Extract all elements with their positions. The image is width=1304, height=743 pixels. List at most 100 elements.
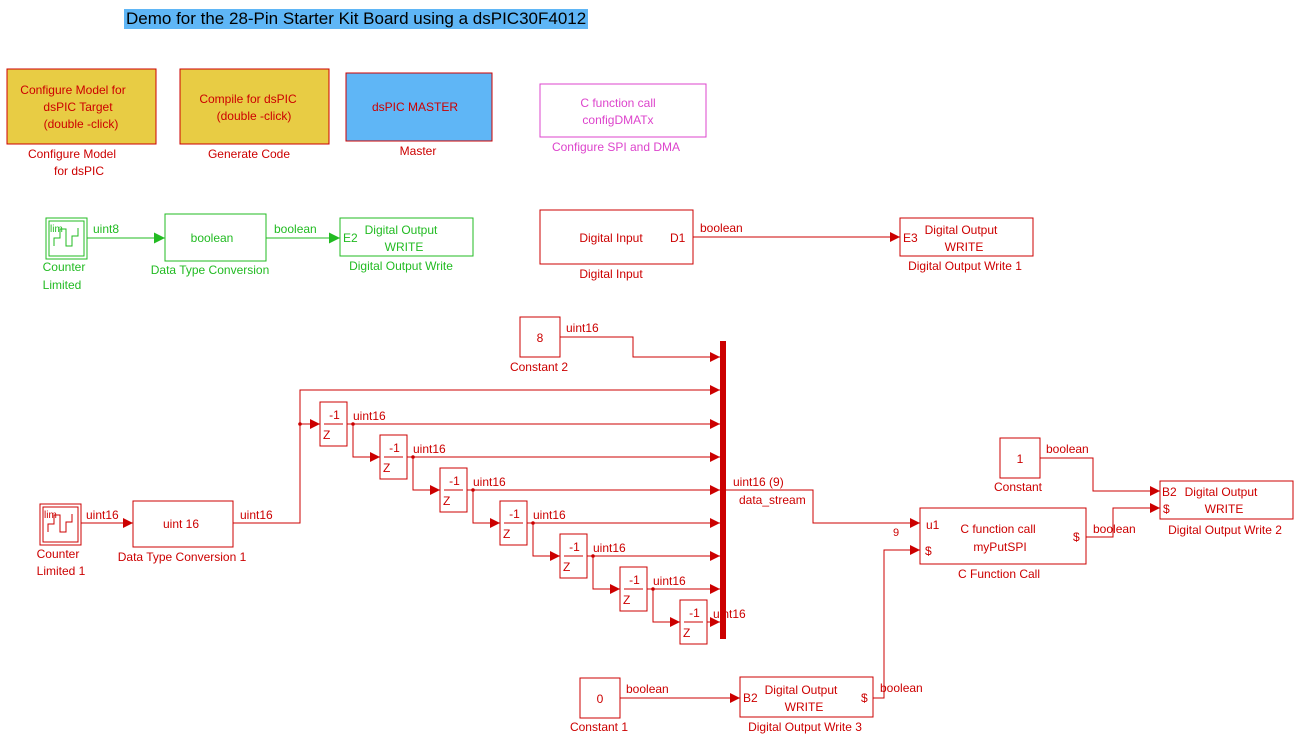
signal-name-data-stream: data_stream: [739, 493, 806, 507]
c-function-call-port-out: $: [1073, 530, 1080, 544]
digital-output-write-1-block[interactable]: E3 Digital Output WRITE: [899, 217, 1034, 257]
data-type-conversion-1-block[interactable]: uint 16: [132, 500, 234, 548]
configure-model-line-1: Configure Model for: [20, 83, 125, 97]
master-block[interactable]: dsPIC MASTER: [345, 72, 493, 142]
unit-delay-numerator: -1: [689, 606, 700, 620]
digital-output-write-2-caption: Digital Output Write 2: [1168, 523, 1282, 537]
signal-label-boolean-green: boolean: [274, 222, 317, 236]
digital-input-caption: Digital Input: [579, 267, 643, 281]
digital-output-write-block[interactable]: E2 Digital Output WRITE: [339, 217, 474, 257]
c-function-call-line-1: C function call: [960, 522, 1035, 536]
unit-delay-6[interactable]: -1Z: [619, 566, 648, 612]
signal-label-counter-1: uint16: [86, 508, 119, 522]
unit-delay-3[interactable]: -1Z: [439, 467, 468, 513]
configure-model-block[interactable]: Configure Model for dsPIC Target (double…: [6, 68, 157, 145]
master-label: dsPIC MASTER: [372, 100, 458, 114]
constant-1-caption: Constant 1: [570, 720, 628, 734]
counter-limited-1-icon: [47, 514, 73, 533]
unit-delay-5[interactable]: -1Z: [559, 533, 588, 579]
configure-model-line-3: (double -click): [44, 117, 119, 131]
constant-1-value: 0: [597, 692, 604, 706]
signal-width-label: 9: [893, 527, 899, 539]
signal-label-constant-1: boolean: [626, 682, 669, 696]
compile-block[interactable]: Compile for dsPIC (double -click): [179, 68, 330, 145]
counter-limited-block[interactable]: lim: [45, 217, 88, 260]
constant-1-block[interactable]: 0: [579, 677, 621, 719]
digital-output-write-1-caption: Digital Output Write 1: [908, 259, 1022, 273]
unit-delay-link-line: [652, 589, 680, 627]
data-type-conversion-1-label: uint 16: [163, 517, 199, 531]
unit-delay-numerator: -1: [389, 441, 400, 455]
master-caption: Master: [400, 144, 437, 158]
model-title-text: Demo for the 28-Pin Starter Kit Board us…: [126, 9, 587, 28]
digital-output-write-2-line-1: Digital Output: [1185, 485, 1258, 499]
configure-spi-caption: Configure SPI and DMA: [552, 140, 680, 154]
unit-delay-numerator: -1: [629, 573, 640, 587]
unit-delay-denominator: Z: [503, 527, 510, 541]
digital-output-write-2-port-1: B2: [1162, 485, 1177, 499]
signal-label-uint8: uint8: [93, 222, 119, 236]
counter-limited-1-caption-2: Limited 1: [37, 564, 86, 578]
signal-line-constant-2: [560, 336, 720, 362]
digital-output-write-2-line-2: WRITE: [1205, 502, 1244, 516]
unit-delay-2[interactable]: -1Z: [379, 434, 408, 480]
c-function-call-caption: C Function Call: [958, 567, 1040, 581]
constant-2-block[interactable]: 8: [519, 316, 561, 358]
unit-delay-7[interactable]: -1Z: [679, 599, 708, 645]
c-function-call-line-2: myPutSPI: [973, 540, 1026, 554]
unit-delay-denominator: Z: [323, 428, 330, 442]
signal-line-data-stream: [726, 489, 920, 528]
unit-delay-denominator: Z: [623, 593, 630, 607]
compile-line-2: (double -click): [217, 109, 292, 123]
c-function-call-block[interactable]: u1 $ $ C function call myPutSPI: [919, 507, 1087, 565]
digital-input-block[interactable]: Digital Input D1: [539, 209, 694, 265]
signal-line-cfunc-out: [1086, 503, 1160, 538]
counter-limited-1-caption-1: Counter: [37, 547, 80, 561]
unit-delay-numerator: -1: [329, 408, 340, 422]
digital-output-write-3-port-in: B2: [743, 691, 758, 705]
unit-delay-denominator: Z: [563, 560, 570, 574]
unit-delay-1[interactable]: -1Z: [319, 401, 348, 447]
unit-delay-denominator: Z: [683, 626, 690, 640]
digital-output-write-3-block[interactable]: B2 $ Digital Output WRITE: [739, 676, 874, 718]
unit-delay-link-line: [352, 424, 380, 462]
signal-line-constant: [1040, 457, 1160, 496]
counter-limited-1-icon-text: lim: [44, 510, 57, 521]
mux-bar[interactable]: [720, 341, 726, 639]
unit-delay-link-line: [472, 490, 500, 528]
signal-label-dout3-out: boolean: [880, 681, 923, 695]
unit-delay-numerator: -1: [569, 540, 580, 554]
counter-limited-icon-text: lim: [50, 224, 63, 235]
signal-line-dtc-out: [233, 385, 720, 524]
constant-value: 1: [1017, 452, 1024, 466]
digital-output-write-3-port-out: $: [861, 691, 868, 705]
signal-label-constant: boolean: [1046, 442, 1089, 456]
unit-delay-signal-label: uint16: [713, 607, 746, 621]
signal-line-dout3-out: [873, 545, 920, 699]
unit-delay-signal-label: uint16: [413, 442, 446, 456]
unit-delay-denominator: Z: [443, 494, 450, 508]
digital-output-write-2-block[interactable]: B2 $ Digital Output WRITE: [1159, 480, 1294, 520]
branch-point: [298, 422, 302, 426]
digital-output-write-1-line-2: WRITE: [945, 240, 984, 254]
configure-spi-line-1: C function call: [580, 96, 655, 110]
data-type-conversion-block[interactable]: boolean: [164, 213, 267, 262]
unit-delay-denominator: Z: [383, 461, 390, 475]
unit-delay-signal-label: uint16: [533, 508, 566, 522]
digital-output-write-caption: Digital Output Write: [349, 259, 453, 273]
data-type-conversion-label: boolean: [191, 231, 234, 245]
configure-spi-dma-block[interactable]: C function call configDMATx: [539, 83, 707, 138]
counter-limited-icon: [53, 228, 79, 247]
compile-caption: Generate Code: [208, 147, 290, 161]
signal-label-constant-2: uint16: [566, 321, 599, 335]
counter-limited-caption-2: Limited: [43, 278, 82, 292]
digital-output-write-2-port-2: $: [1163, 502, 1170, 516]
counter-limited-1-block[interactable]: lim: [39, 503, 82, 546]
constant-caption: Constant: [994, 480, 1043, 494]
digital-output-write-port: E2: [343, 231, 358, 245]
constant-block[interactable]: 1: [999, 437, 1041, 479]
unit-delay-4[interactable]: -1Z: [499, 500, 528, 546]
c-function-call-port-in-2: $: [925, 544, 932, 558]
unit-delay-signal-label: uint16: [353, 409, 386, 423]
unit-delay-link-line: [592, 556, 620, 594]
